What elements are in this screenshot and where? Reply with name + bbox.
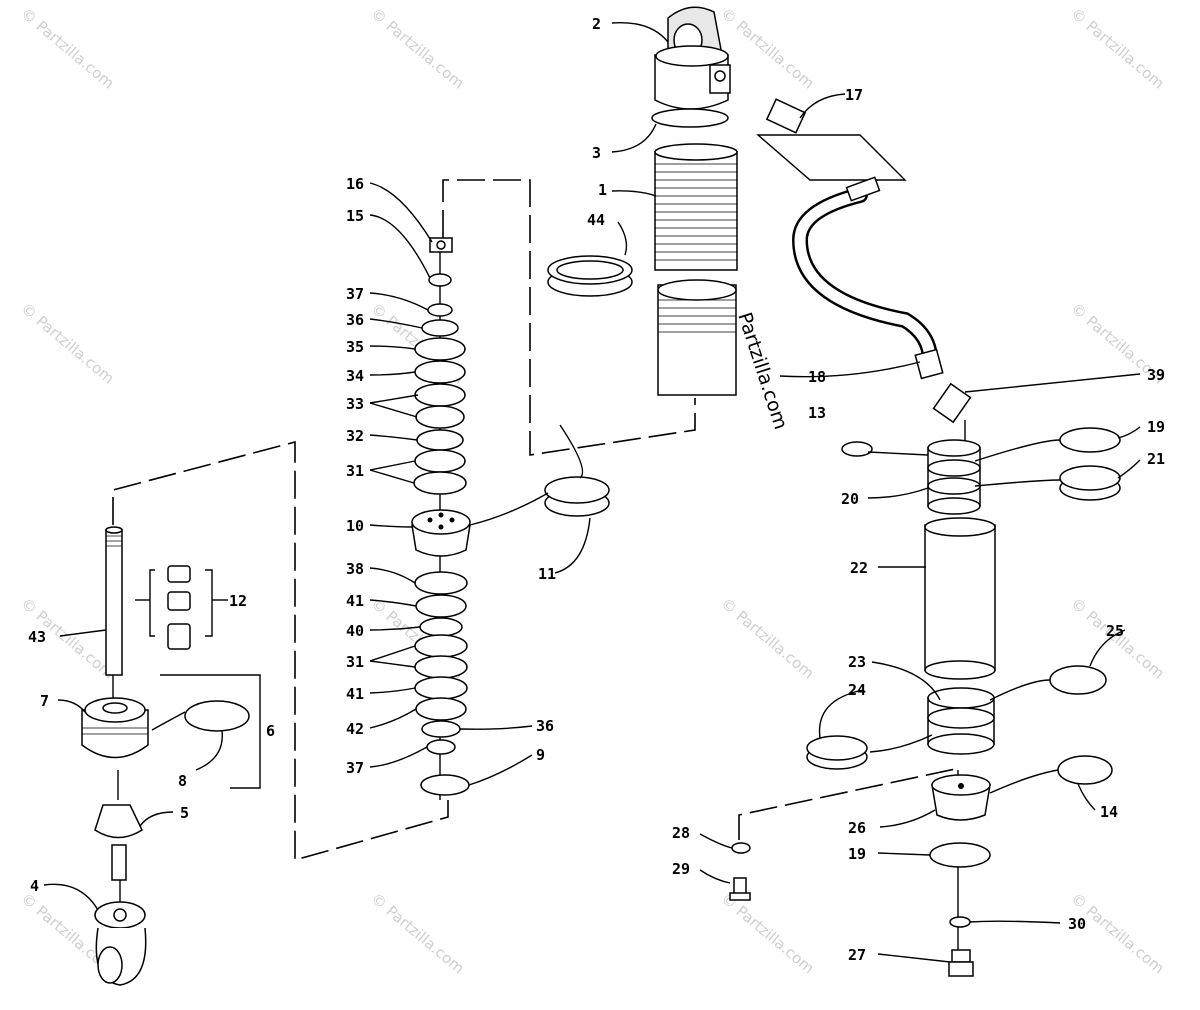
callout-label: 7 xyxy=(40,692,49,710)
leader-lines xyxy=(43,21,1141,963)
watermark-text: © Partzilla.com xyxy=(717,889,817,977)
part-shaft xyxy=(105,526,123,676)
callout-label: 10 xyxy=(346,517,364,535)
callout-label: 25 xyxy=(1106,622,1124,640)
part-split-band xyxy=(544,476,610,517)
part-elbow-fitting xyxy=(932,382,972,424)
callout-label: 24 xyxy=(848,681,866,699)
callout-label: 32 xyxy=(346,427,364,445)
watermark-text: © Partzilla.com xyxy=(717,594,817,682)
callout-label: 33 xyxy=(346,395,364,413)
part-ring-19 xyxy=(1059,427,1121,453)
callout-label: 28 xyxy=(672,824,690,842)
part-bumper xyxy=(94,804,143,881)
callout-label: 40 xyxy=(346,622,364,640)
callout-label: 8 xyxy=(178,772,187,790)
callout-label: 16 xyxy=(346,175,364,193)
shim-stack-upper xyxy=(413,303,467,495)
callout-label: 15 xyxy=(346,207,364,225)
watermark-text: © Partzilla.com xyxy=(17,4,117,92)
callout-label: 36 xyxy=(536,717,554,735)
callout-label: 17 xyxy=(845,86,863,104)
callout-label: 11 xyxy=(538,565,556,583)
callout-label: 6 xyxy=(266,722,275,740)
callout-label: 42 xyxy=(346,720,364,738)
callout-label: 36 xyxy=(346,311,364,329)
part-main-piston xyxy=(411,509,471,557)
watermark-text: © Partzilla.com xyxy=(717,4,817,92)
callout-label: 31 xyxy=(346,653,364,671)
part-piston-23 xyxy=(927,687,995,755)
shim-stack-lower xyxy=(414,571,470,796)
callout-label: 34 xyxy=(346,367,364,385)
part-ring-21 xyxy=(1059,465,1121,501)
callout-label: 41 xyxy=(346,685,364,703)
callout-label: 9 xyxy=(536,746,545,764)
part-top-eyelet xyxy=(654,6,731,110)
watermark-text: © Partzilla.com xyxy=(1067,4,1167,92)
callout-label: 41 xyxy=(346,592,364,610)
part-washer-28 xyxy=(731,842,751,854)
part-drain-plug xyxy=(948,949,974,977)
callout-label: 23 xyxy=(848,653,866,671)
callout-label: 3 xyxy=(592,144,601,162)
callout-label: 12 xyxy=(229,592,247,610)
part-bushings xyxy=(167,565,191,650)
callout-label: 18 xyxy=(808,368,826,386)
callout-label: 30 xyxy=(1068,915,1086,933)
part-shock-body xyxy=(654,143,738,396)
callout-label: 14 xyxy=(1100,803,1118,821)
callout-label: 22 xyxy=(850,559,868,577)
part-lower-eyelet xyxy=(94,901,147,986)
part-fitting xyxy=(765,98,807,134)
brand-watermark: Partzilla.com xyxy=(733,310,791,432)
part-adjuster-ring xyxy=(547,255,633,297)
part-washer-15 xyxy=(428,273,452,287)
callout-label: 19 xyxy=(848,845,866,863)
callout-label: 2 xyxy=(592,15,601,33)
parts xyxy=(81,6,1121,986)
part-nut-16 xyxy=(429,237,453,253)
callout-label: 5 xyxy=(180,804,189,822)
part-small-o-ring xyxy=(841,441,873,457)
callout-label: 37 xyxy=(346,759,364,777)
part-o-ring xyxy=(651,108,729,128)
callout-label: 26 xyxy=(848,819,866,837)
assembly-lines xyxy=(112,134,966,960)
watermark-text: © Partzilla.com xyxy=(17,299,117,387)
part-split-ring xyxy=(806,735,868,770)
callout-labels: 2 17 3 16 1 44 15 37 36 35 34 33 32 31 1… xyxy=(28,15,1165,964)
watermark-text: © Partzilla.com xyxy=(1067,889,1167,977)
callout-label: 31 xyxy=(346,462,364,480)
part-seal-head xyxy=(81,697,149,759)
part-reservoir-piston xyxy=(927,439,981,515)
callout-label: 43 xyxy=(28,628,46,646)
part-seal-ring xyxy=(184,700,250,732)
callout-label: 1 xyxy=(598,181,607,199)
part-end-cap xyxy=(931,774,991,821)
callout-label: 35 xyxy=(346,338,364,356)
watermark-text: © Partzilla.com xyxy=(367,4,467,92)
callout-label: 13 xyxy=(808,404,826,422)
callout-label: 44 xyxy=(587,211,605,229)
part-reservoir-tube xyxy=(924,517,996,680)
watermark-text: © Partzilla.com xyxy=(367,889,467,977)
callout-label: 38 xyxy=(346,560,364,578)
callout-label: 27 xyxy=(848,946,866,964)
callout-label: 39 xyxy=(1147,366,1165,384)
part-screw-29 xyxy=(729,877,751,901)
callout-label: 37 xyxy=(346,285,364,303)
part-washer-30 xyxy=(949,916,971,928)
callout-label: 20 xyxy=(841,490,859,508)
callout-label: 29 xyxy=(672,860,690,878)
part-ring-19-lower xyxy=(929,842,991,868)
callout-label: 4 xyxy=(30,877,39,895)
callout-label: 21 xyxy=(1147,450,1165,468)
part-ring-14 xyxy=(1057,755,1113,785)
part-ring-25 xyxy=(1049,665,1107,695)
part-hose xyxy=(791,176,944,380)
callout-label: 19 xyxy=(1147,418,1165,436)
